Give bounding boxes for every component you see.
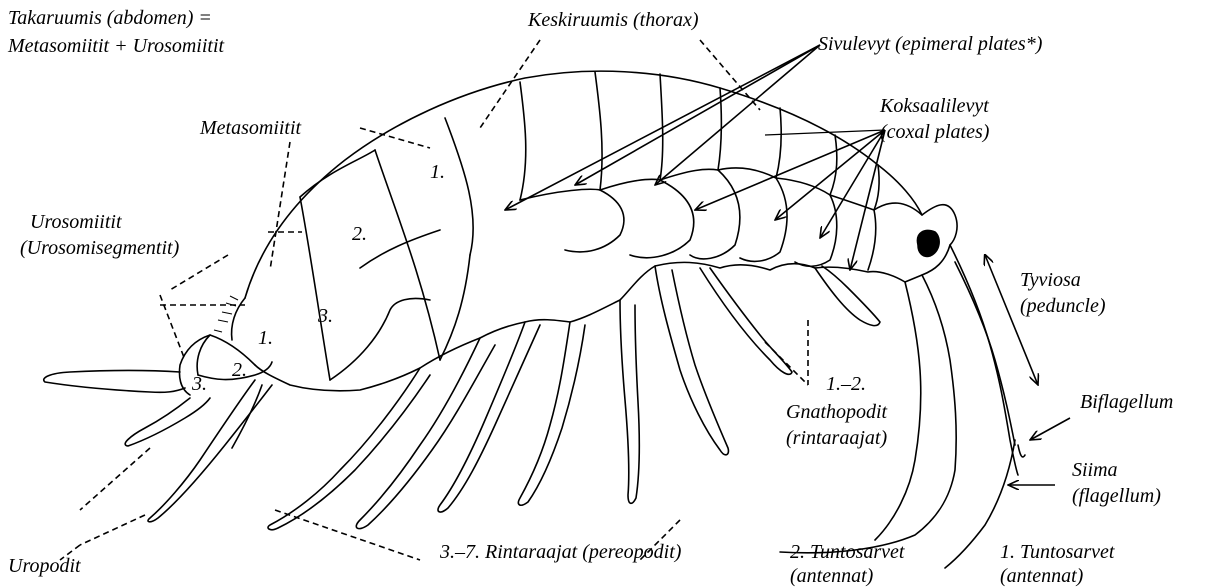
metasome-segment-2: 2. (352, 222, 367, 246)
gnathopodit-label-line1: Gnathopodit (786, 400, 887, 424)
urosome-segment-3: 3. (192, 372, 207, 396)
metasomiitit-label: Metasomiitit (200, 116, 301, 140)
eye (917, 231, 939, 257)
epimeral-label: Sivulevyt (epimeral plates*) (818, 32, 1042, 56)
pereopodit-label: 3.–7. Rintaraajat (pereopodit) (440, 540, 681, 564)
abdomen-label-line2: Metasomiitit + Urosomiitit (8, 34, 224, 58)
abdomen-label-line1: Takaruumis (abdomen) = (8, 6, 212, 30)
antenna2-label-line1: 2. Tuntosarvet (790, 540, 904, 564)
gnathopodit-num-label: 1.–2. (826, 372, 866, 396)
uropodit-label: Uropodit (8, 554, 81, 578)
metasome-segment-3: 3. (318, 304, 333, 328)
antenna1-label-line1: 1. Tuntosarvet (1000, 540, 1114, 564)
antenna2-label-line2: (antennat) (790, 564, 873, 588)
siima-label-line2: (flagellum) (1072, 484, 1161, 508)
peduncle-label-line2: (peduncle) (1020, 294, 1106, 318)
coxal-label-line2: (coxal plates) (880, 120, 989, 144)
urosomiitit-label-line2: (Urosomisegmentit) (20, 236, 179, 260)
biflagellum-label: Biflagellum (1080, 390, 1173, 414)
urosome-segment-1: 1. (258, 326, 273, 350)
metasome-segment-1: 1. (430, 160, 445, 184)
antenna1-label-line2: (antennat) (1000, 564, 1083, 588)
urosome-segment-2: 2. (232, 358, 247, 382)
gnathopodit-label-line2: (rintaraajat) (786, 426, 887, 450)
siima-label-line1: Siima (1072, 458, 1118, 482)
thorax-label: Keskiruumis (thorax) (528, 8, 699, 32)
amphipod-body (44, 71, 1025, 568)
urosomiitit-label-line1: Urosomiitit (30, 210, 122, 234)
coxal-label-line1: Koksaalilevyt (880, 94, 989, 118)
peduncle-label-line1: Tyviosa (1020, 268, 1081, 292)
